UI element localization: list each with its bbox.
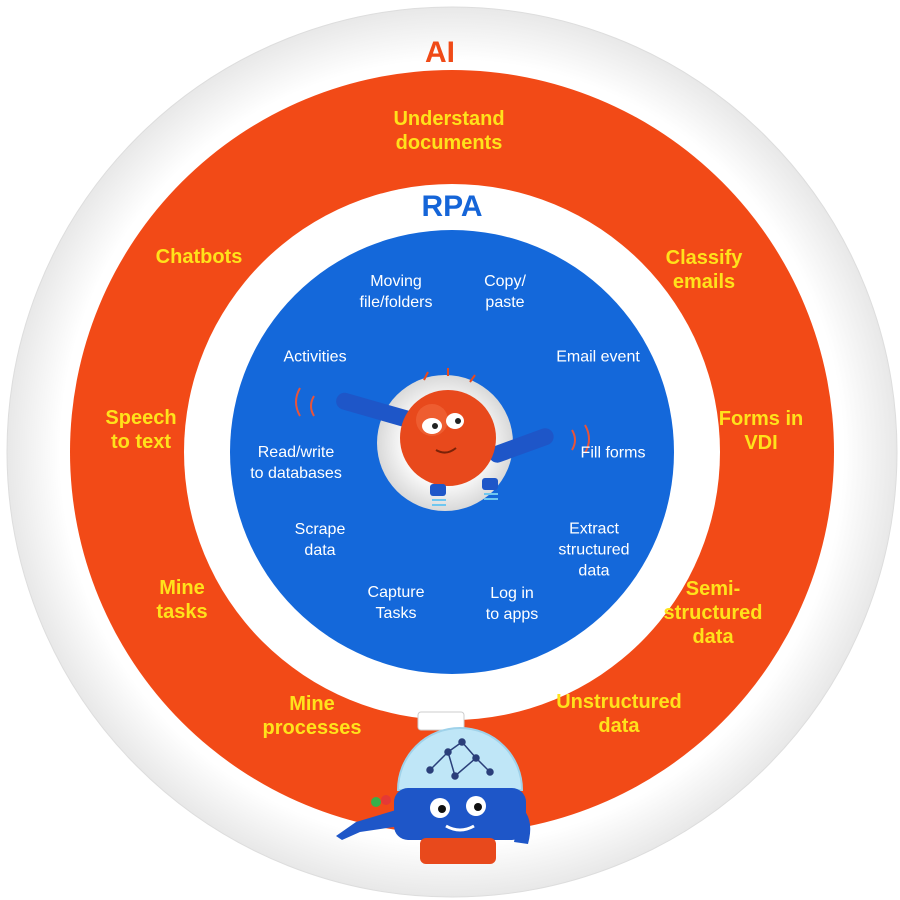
mascot-right-foot (482, 478, 498, 490)
ai-item-semi-structured-data: Semi- structured data (663, 578, 763, 648)
robot-body (394, 788, 526, 840)
rpa-title: RPA (421, 190, 483, 223)
rpa-item-log-in-to-apps: Log in to apps (485, 585, 539, 623)
ai-item-forms-in-vdi: Forms in VDI (718, 408, 804, 454)
rpa-item-fill-forms: Fill forms (580, 444, 646, 462)
robot-legs (420, 838, 496, 864)
ai-title: AI (425, 36, 455, 69)
orange-ball-robot-mascot (336, 368, 554, 506)
robot-right-arm (510, 810, 531, 844)
rpa-item-capture-tasks: Capture Tasks (367, 584, 425, 622)
ai-item-speech-to-text: Speech to text (105, 407, 177, 453)
mascot-left-arm (336, 392, 418, 429)
robot-left-arm (336, 810, 400, 840)
rpa-item-email-event: Email event (556, 348, 640, 366)
rpa-item-read-write-databases: Read/write to databases (250, 444, 342, 482)
rpa-item-moving-files: Moving file/folders (359, 273, 433, 311)
ai-item-classify-emails: Classify emails (665, 247, 743, 293)
rpa-item-activities: Activities (283, 348, 347, 366)
ai-item-unstructured-data: Unstructured data (556, 691, 682, 737)
ai-item-mine-tasks: Mine tasks (156, 577, 208, 623)
rpa-item-extract-structured-data: Extract structured data (558, 520, 630, 580)
mascot-body (400, 390, 496, 486)
motion-marks-left (295, 387, 315, 417)
blue-dome-robot-mascot (336, 711, 531, 864)
motion-marks-right (571, 424, 590, 454)
mascot-left-foot (430, 484, 446, 496)
ai-item-chatbots: Chatbots (155, 246, 243, 268)
ai-item-understand-documents: Understand documents (393, 108, 505, 154)
rpa-item-copy-paste: Copy/ paste (484, 273, 526, 311)
ai-item-mine-processes: Mine processes (262, 693, 362, 739)
mascot-right-arm (488, 428, 554, 463)
rpa-item-scrape-data: Scrape data (294, 521, 346, 559)
